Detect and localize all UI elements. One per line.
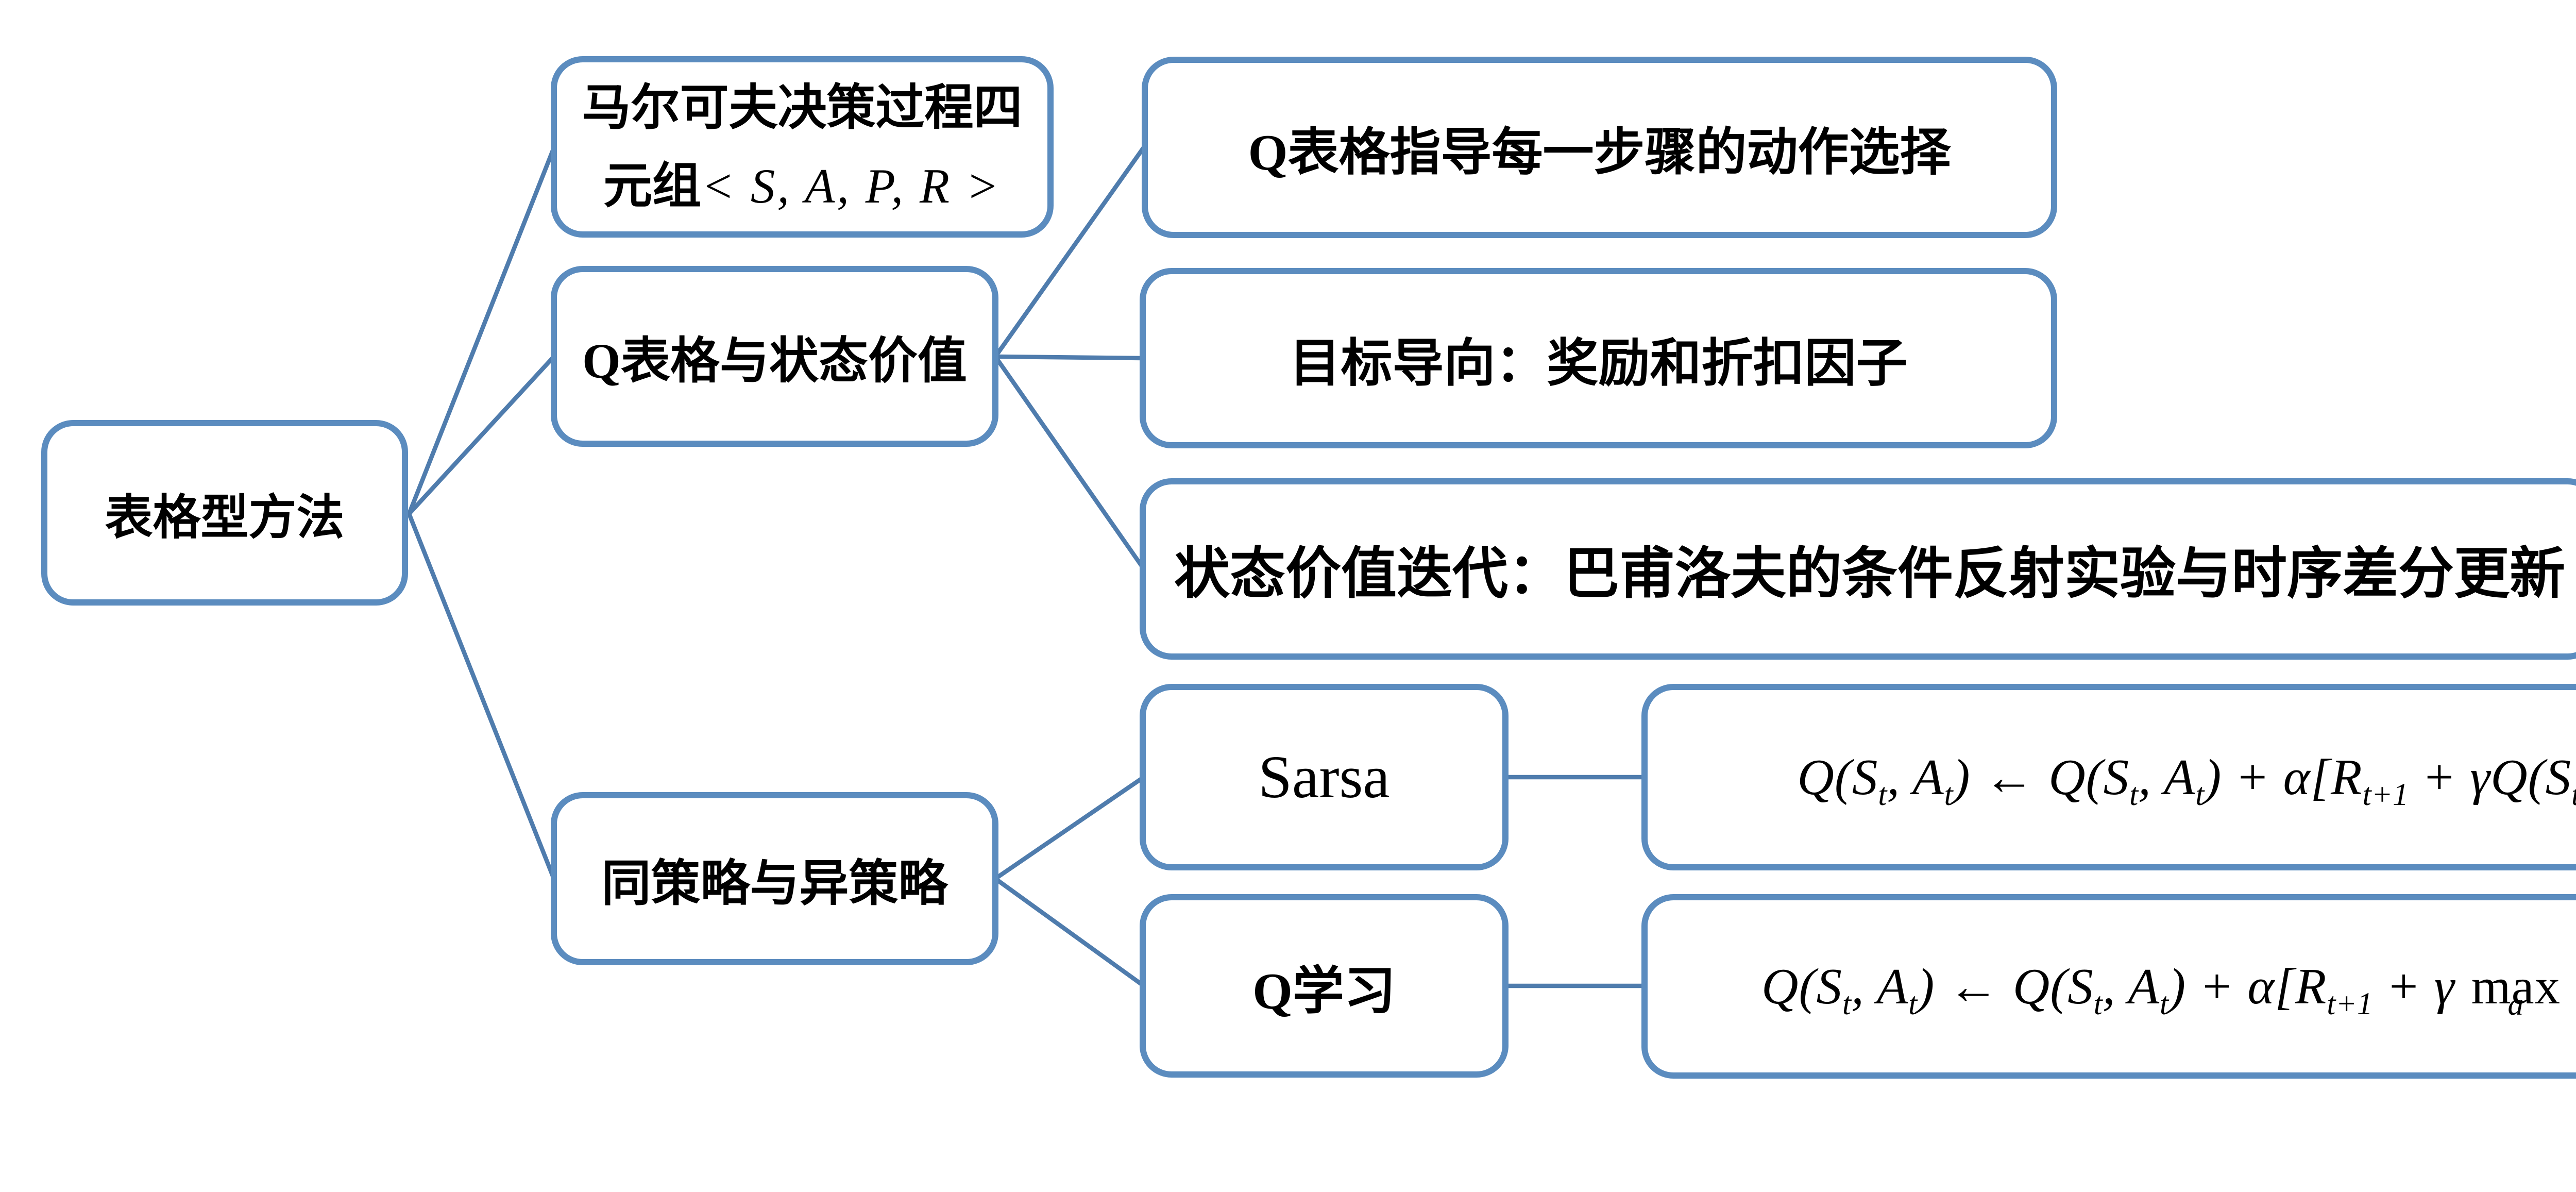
node-mdp-line2: 元组< S, A, P, R > [603, 147, 1001, 225]
node-policy-label: 同策略与异策略 [601, 855, 948, 911]
node-sarsa-label: Sarsa [1258, 743, 1390, 811]
node-q-learning: Q学习 [1140, 894, 1509, 1078]
sarsa-update-formula: Q(St, At) ← Q(St, At) + α[Rt+1 + γQ(St+1… [1797, 749, 2576, 812]
node-mdp-tuple: 马尔可夫决策过程四 元组< S, A, P, R > [551, 56, 1054, 238]
node-sarsa: Sarsa [1140, 684, 1509, 870]
connector-qtable-r1 [993, 145, 1146, 359]
node-mdp-line2-math: < S, A, P, R > [701, 159, 1001, 213]
node-root: 表格型方法 [41, 420, 408, 606]
node-r3-label: 状态价值迭代：巴甫洛夫的条件反射实验与时序差分更新 [1174, 544, 2565, 605]
node-mdp-line2-prefix: 元组 [603, 159, 702, 213]
node-r2-label: 目标导向：奖励和折扣因子 [1289, 334, 1908, 392]
node-root-label: 表格型方法 [105, 491, 345, 545]
node-qlearning-label: Q学习 [1252, 962, 1396, 1020]
node-qtable-label: Q表格与状态价值 [582, 333, 967, 389]
node-sarsa-formula: Q(St, At) ← Q(St, At) + α[Rt+1 + γQ(St+1… [1641, 684, 2576, 870]
connector-policy-sarsa [993, 775, 1146, 881]
connector-root-qtable [406, 354, 556, 516]
node-goal-oriented: 目标导向：奖励和折扣因子 [1140, 268, 2057, 448]
node-on-off-policy: 同策略与异策略 [551, 792, 998, 965]
connector-qtable-r3 [993, 354, 1146, 572]
connector-policy-qlearning [993, 876, 1146, 988]
node-qtable-state-value: Q表格与状态价值 [551, 266, 998, 447]
node-qtable-action-selection: Q表格指导每一步骤的动作选择 [1142, 57, 2057, 238]
node-r1-label: Q表格指导每一步骤的动作选择 [1248, 125, 1951, 181]
node-state-value-iteration: 状态价值迭代：巴甫洛夫的条件反射实验与时序差分更新 [1140, 478, 2576, 660]
node-mdp-line1: 马尔可夫决策过程四 [582, 80, 1023, 135]
connector-root-mdp [406, 145, 556, 516]
connector-qtable-r2 [993, 354, 1146, 361]
connector-root-policy [406, 511, 556, 881]
